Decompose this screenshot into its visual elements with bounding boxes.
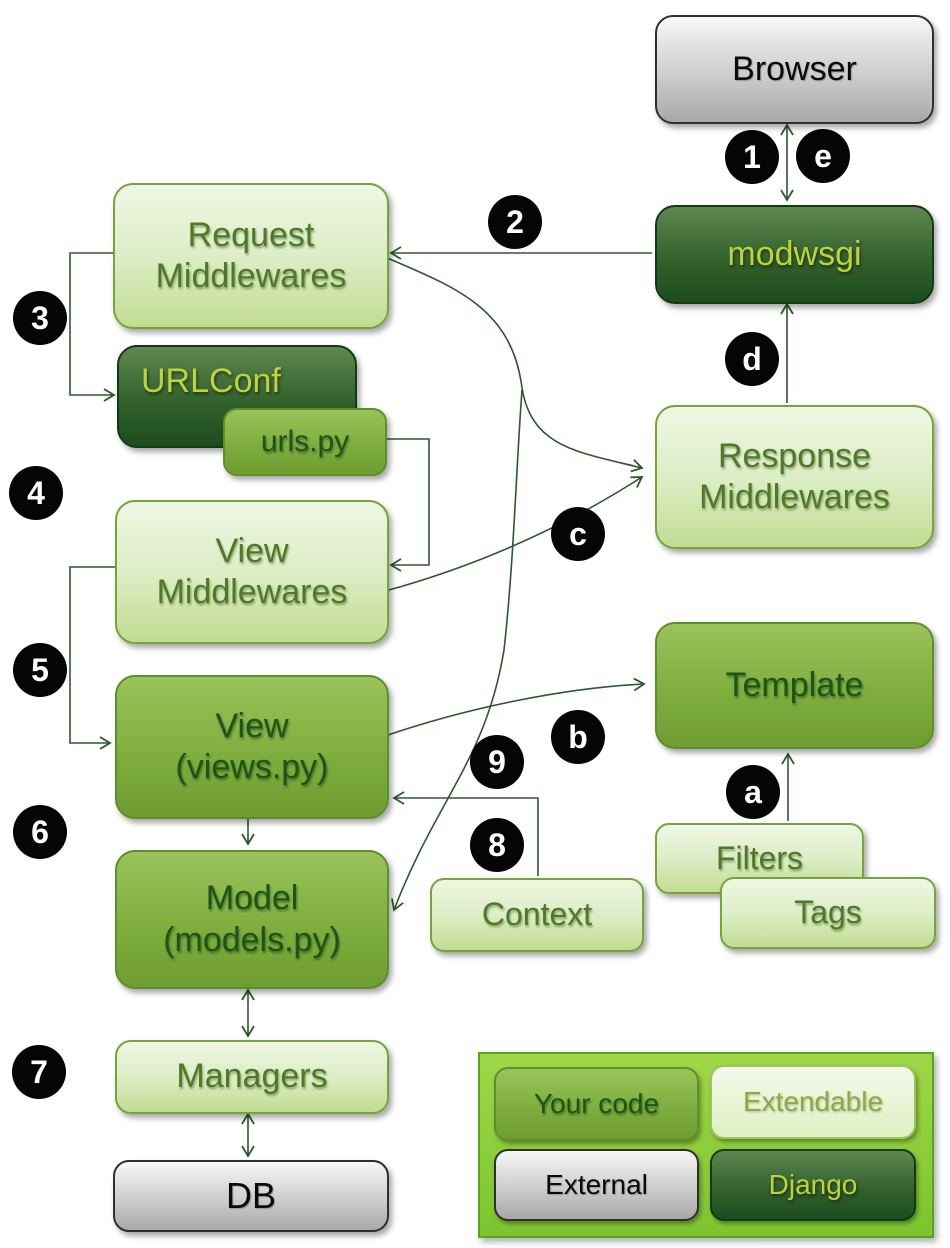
modwsgi-label: modwsgi [727,234,862,273]
response-middlewares-box: Response Middlewares [655,405,934,549]
step-badge-a: a [726,765,780,819]
model-label-line1: Model [205,879,299,918]
tags-label: Tags [794,894,862,931]
step-badge-c: c [551,507,605,561]
step-badge-5: 5 [13,643,67,697]
view-box: View (views.py) [115,675,389,819]
view-label-line1: View [215,706,289,745]
step-badge-2: 2 [488,195,542,249]
view-middlewares-label-line2: Middlewares [156,573,348,611]
arrow-context-view [392,791,539,876]
step-badge-b: b [551,710,605,764]
request-middlewares-label-line1: Request [187,215,315,254]
step-badge-3: 3 [13,291,67,345]
view-label-line2: (views.py) [175,748,329,786]
legend-django: Django [710,1149,916,1221]
browser-label: Browser [732,49,857,88]
db-box: DB [113,1160,389,1232]
legend-panel: Your code Extendable External Django [478,1052,934,1238]
legend-external: External [494,1149,699,1221]
arrow-urlspy-view-middlewares [384,438,430,572]
legend-extendable-label: Extendable [742,1085,884,1117]
step-badge-8: 8 [470,818,524,872]
arrow-request-middlewares-urlconf [69,252,116,402]
curve-context-model [391,389,523,912]
step-badge-6: 6 [13,805,67,859]
view-middlewares-label-line1: View [215,531,289,570]
request-middlewares-box: Request Middlewares [113,183,389,329]
legend-extendable: Extendable [710,1065,916,1139]
db-label: DB [225,1175,276,1217]
filters-label: Filters [715,839,804,876]
legend-django-label: Django [768,1168,858,1200]
legend-external-label: External [545,1168,648,1200]
request-middlewares-label-line2: Middlewares [155,257,347,295]
step-badge-7: 7 [12,1045,66,1099]
arrow-view-middlewares-view [69,566,115,750]
curve-view-middlewares-response-middlewares [384,476,644,592]
urlconf-label: URLConf [141,362,281,400]
urlspy-box: urls.py [223,408,387,476]
context-label: Context [481,896,593,933]
urlspy-label: urls.py [260,424,350,458]
tags-box: Tags [720,877,936,949]
model-box: Model (models.py) [115,850,389,989]
response-middlewares-label-line2: Middlewares [699,478,890,516]
view-middlewares-box: View Middlewares [115,500,389,644]
curve-view-template [384,677,646,737]
managers-box: Managers [115,1040,389,1114]
browser-box: Browser [655,15,934,124]
template-label: Template [725,665,864,704]
managers-label: Managers [176,1057,328,1096]
modwsgi-box: modwsgi [655,205,934,304]
legend-your-code: Your code [494,1067,699,1141]
step-badge-4: 4 [9,466,63,520]
step-badge-e: e [796,129,850,183]
legend-your-code-label: Your code [533,1087,660,1119]
curve-request-middlewares-response-middlewares [384,256,644,473]
template-box: Template [655,622,934,749]
model-label-line2: (models.py) [163,920,341,959]
step-badge-9: 9 [470,735,524,789]
step-badge-1: 1 [725,130,779,184]
context-box: Context [430,878,644,952]
step-badge-d: d [725,332,779,386]
response-middlewares-label-line1: Response [717,436,872,475]
